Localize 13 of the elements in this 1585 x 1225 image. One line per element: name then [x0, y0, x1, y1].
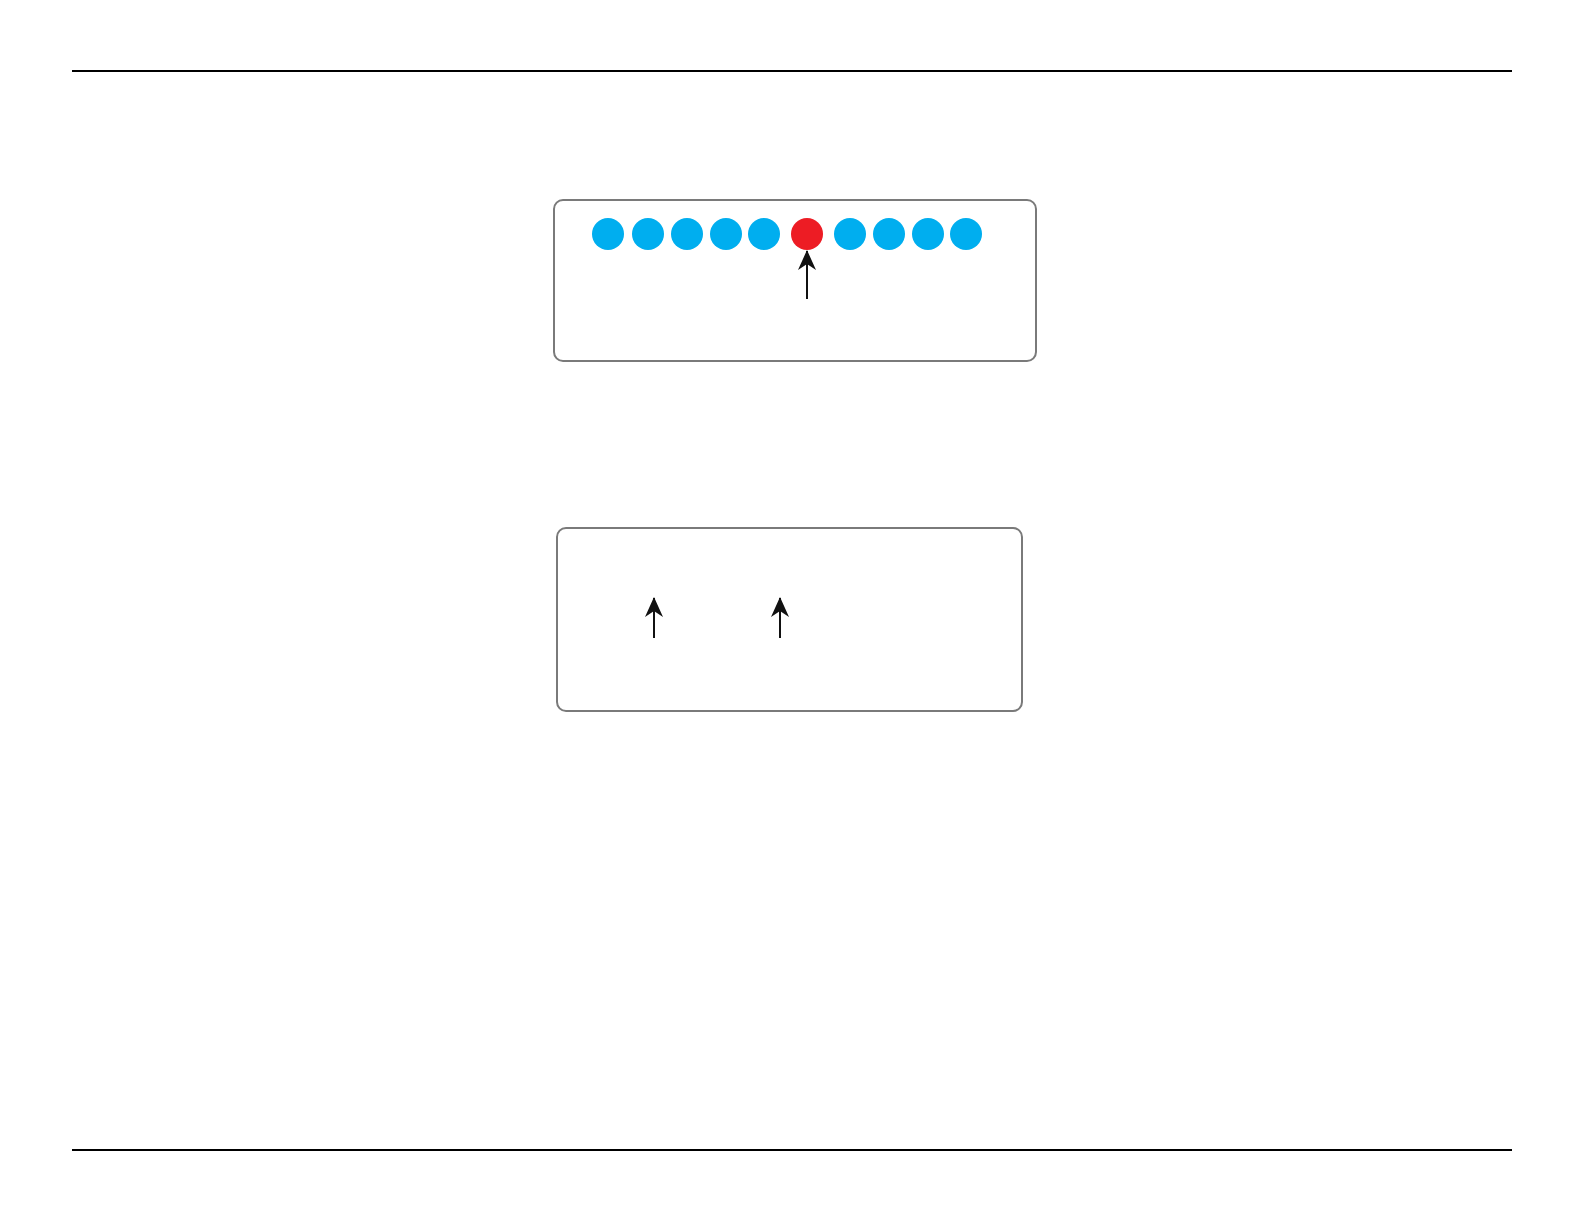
panel-frame: [556, 527, 1023, 712]
dot-icon: [592, 218, 624, 250]
arrow: [798, 250, 816, 300]
panel-frame: [553, 199, 1037, 362]
dot-icon: [710, 218, 742, 250]
dot-icon: [671, 218, 703, 250]
dot-icon: [791, 218, 823, 250]
dot-icon: [834, 218, 866, 250]
dot-icon: [632, 218, 664, 250]
dot-icon: [873, 218, 905, 250]
dot-icon: [748, 218, 780, 250]
dot-icon: [950, 218, 982, 250]
dot-icon: [912, 218, 944, 250]
